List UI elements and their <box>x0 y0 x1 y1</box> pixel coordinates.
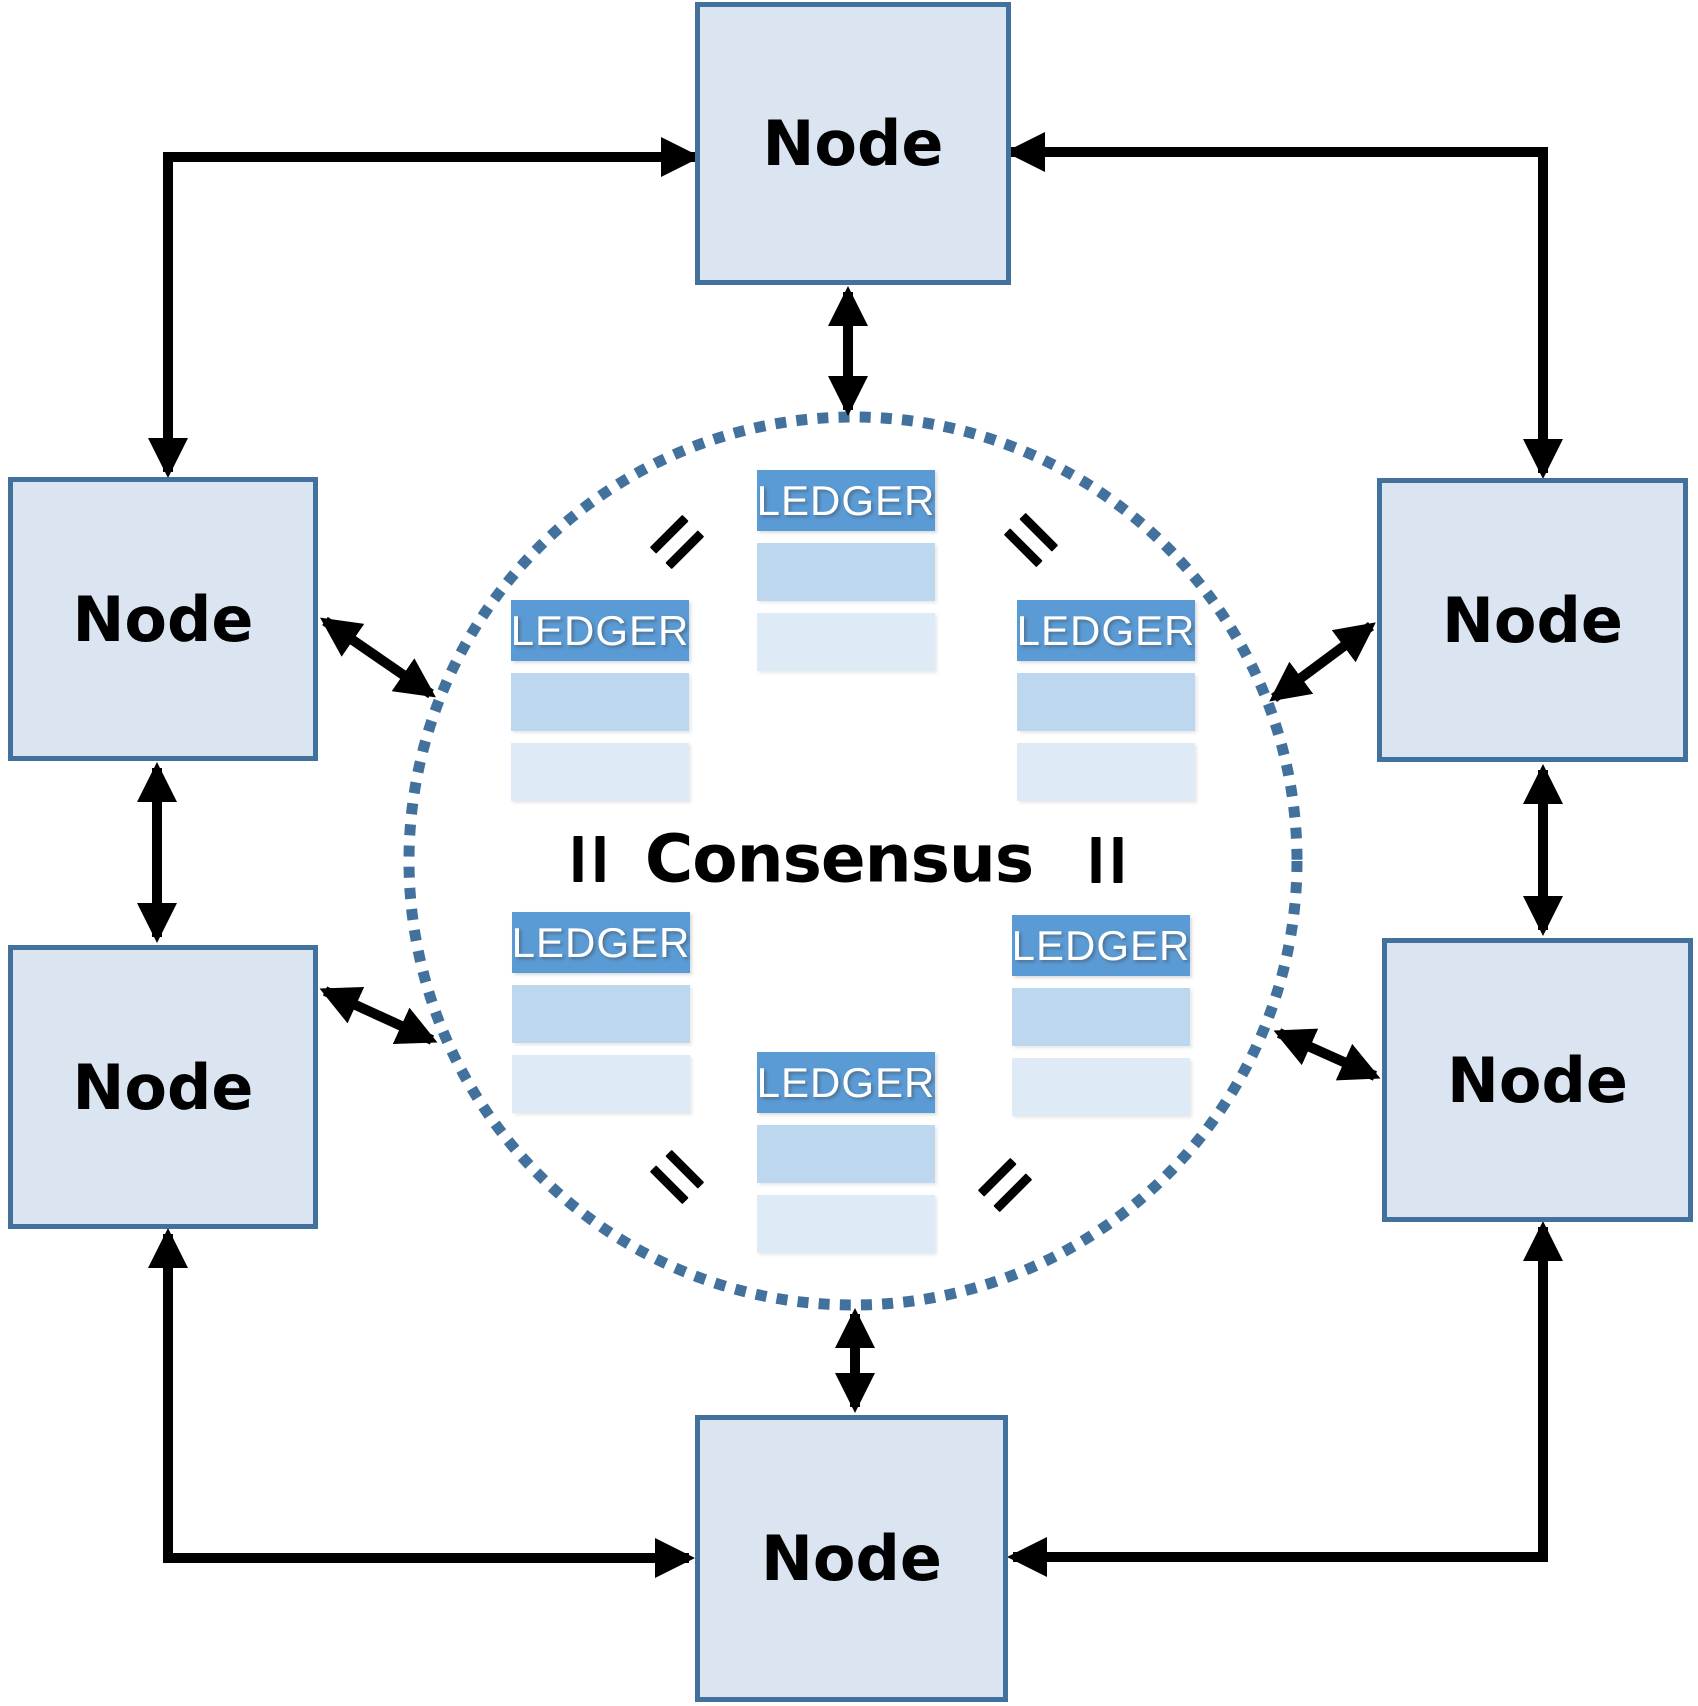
ledger-header: LEDGER <box>1012 915 1190 976</box>
ledger-header: LEDGER <box>757 470 935 531</box>
arrow-corner-top-left <box>148 137 701 478</box>
ledger-row <box>757 1195 935 1253</box>
arrow-corner-bottom-right <box>1007 1221 1563 1577</box>
ledger-mid-right: LEDGER <box>1017 600 1195 801</box>
ledger-row <box>757 1125 935 1183</box>
arrow-lower-right-node-to-circle <box>1273 1028 1381 1081</box>
ledger-row <box>757 613 935 671</box>
node-label: Node <box>72 582 254 656</box>
arrow-upper-right-node-to-circle <box>1269 621 1376 703</box>
ledger-header: LEDGER <box>512 912 690 973</box>
ledger-row <box>512 985 690 1043</box>
ledger-bottom-center: LEDGER <box>757 1052 935 1253</box>
node-label: Node <box>1447 1043 1628 1117</box>
node-label: Node <box>72 1050 254 1124</box>
node-label: Node <box>762 107 944 180</box>
arrow-upper-left-node-to-circle <box>320 616 436 699</box>
ledger-row <box>1012 988 1190 1046</box>
arrow-corner-top-right <box>1005 132 1563 479</box>
ledger-bottom-left: LEDGER <box>512 912 690 1113</box>
ledger-bottom-right: LEDGER <box>1012 915 1190 1116</box>
ledger-header: LEDGER <box>511 600 689 661</box>
node-label: Node <box>761 1522 942 1595</box>
ledger-row <box>511 673 689 731</box>
node-lower-left: Node <box>8 945 318 1229</box>
ledger-row <box>1017 743 1195 801</box>
consensus-dotted-circle <box>403 411 1303 1311</box>
ledger-row <box>512 1055 690 1113</box>
ledger-header: LEDGER <box>1017 600 1195 661</box>
node-label: Node <box>1442 583 1623 657</box>
ledger-top-center: LEDGER <box>757 470 935 671</box>
node-bottom: Node <box>695 1415 1008 1702</box>
equals-icon <box>1091 837 1123 883</box>
arrow-corner-bottom-left <box>148 1228 695 1578</box>
arrow-lower-left-node-to-circle <box>319 986 438 1045</box>
ledger-mid-left: LEDGER <box>511 600 689 801</box>
node-lower-right: Node <box>1382 938 1693 1222</box>
ledger-row <box>1012 1058 1190 1116</box>
node-upper-right: Node <box>1377 478 1688 762</box>
ledger-row <box>757 543 935 601</box>
ledger-row <box>511 743 689 801</box>
ledger-row <box>1017 673 1195 731</box>
node-upper-left: Node <box>8 477 318 761</box>
consensus-label: Consensus <box>644 820 1034 898</box>
node-top: Node <box>695 2 1011 285</box>
equals-icon <box>573 836 605 882</box>
ledger-header: LEDGER <box>757 1052 935 1113</box>
